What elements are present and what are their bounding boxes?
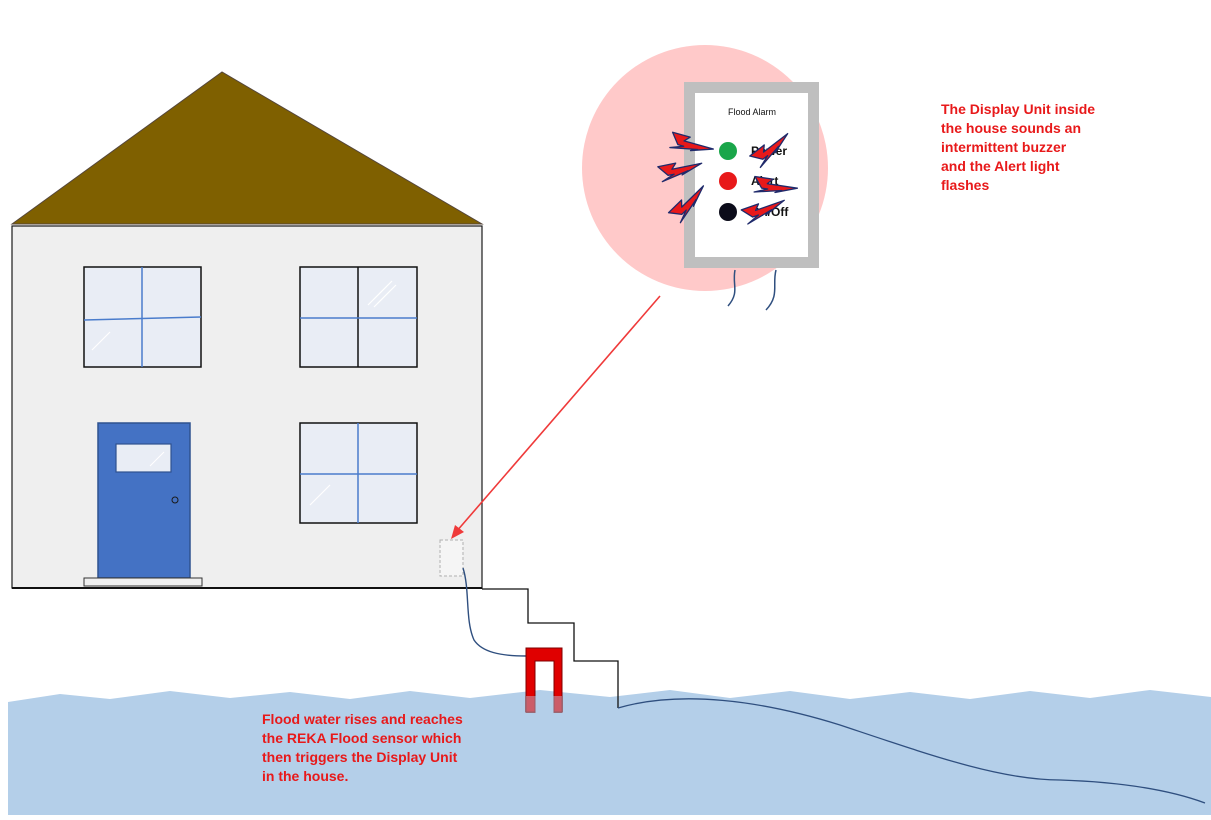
power-light <box>719 142 737 160</box>
caption-line: and the Alert light <box>941 157 1181 176</box>
window-top-left <box>84 267 201 367</box>
window-lower-right <box>300 423 417 523</box>
display-unit-title: Flood Alarm <box>728 107 776 117</box>
display-unit-location <box>440 540 463 576</box>
flood-water-caption: Flood water rises and reaches the REKA F… <box>262 710 542 786</box>
window-top-right <box>300 267 417 367</box>
caption-line: The Display Unit inside <box>941 100 1181 119</box>
flood-sensor <box>526 648 562 712</box>
display-unit-caption: The Display Unit inside the house sounds… <box>941 100 1181 195</box>
alert-light <box>719 172 737 190</box>
caption-line: in the house. <box>262 767 542 786</box>
onoff-button <box>719 203 737 221</box>
front-door <box>84 423 202 586</box>
door-step <box>84 578 202 586</box>
caption-line: then triggers the Display Unit <box>262 748 542 767</box>
caption-line: flashes <box>941 176 1181 195</box>
roof <box>12 72 482 224</box>
caption-line: Flood water rises and reaches <box>262 710 542 729</box>
house <box>12 72 482 588</box>
caption-line: the house sounds an <box>941 119 1181 138</box>
caption-line: the REKA Flood sensor which <box>262 729 542 748</box>
display-cable-right <box>766 270 776 310</box>
flood-water <box>8 690 1211 815</box>
caption-line: intermittent buzzer <box>941 138 1181 157</box>
